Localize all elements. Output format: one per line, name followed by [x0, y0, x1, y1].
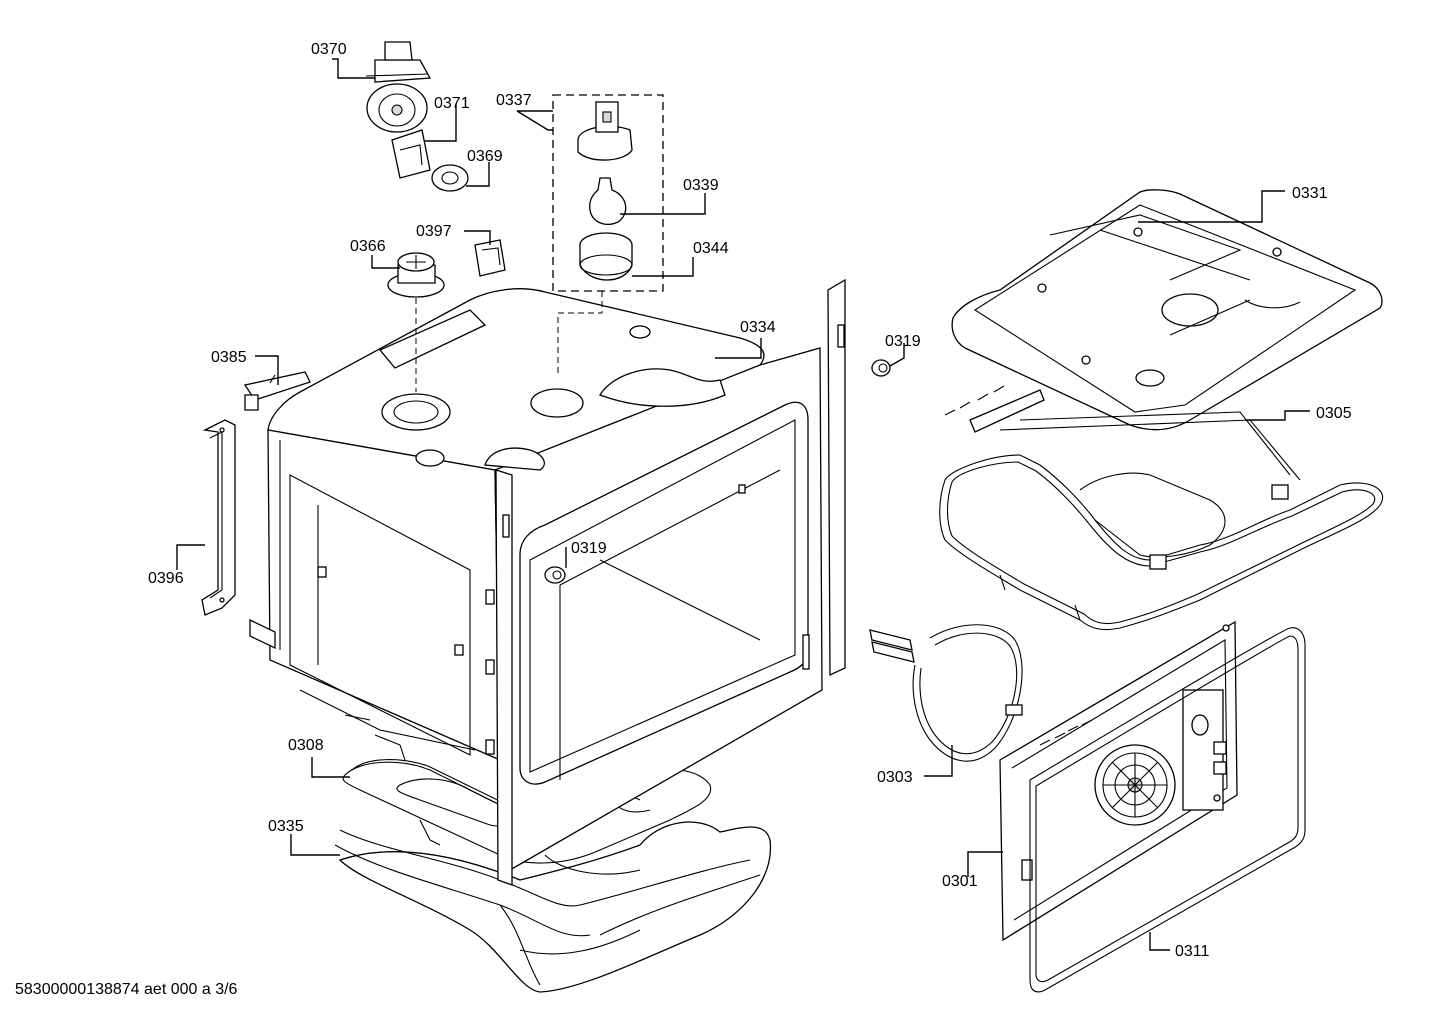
part-0371-bracket: [391, 129, 431, 179]
label-0305: 0305: [1316, 405, 1352, 422]
label-0311: 0311: [1175, 943, 1210, 960]
part-0385-bracket: [243, 371, 311, 411]
part-0335-insulation-mat: [334, 821, 772, 993]
label-0337: 0337: [496, 92, 532, 109]
part-0334-oven-cavity: [249, 278, 846, 886]
label-0335: 0335: [268, 818, 304, 835]
part-0319-knob-lower: [544, 566, 566, 584]
label-0319-upper: 0319: [885, 333, 921, 350]
label-0366: 0366: [350, 238, 386, 255]
label-0339: 0339: [683, 177, 719, 194]
label-0385: 0385: [211, 349, 247, 366]
label-0371: 0371: [434, 95, 470, 112]
label-0308: 0308: [288, 737, 324, 754]
part-0369-seal-ring: [431, 164, 469, 192]
label-0370: 0370: [311, 41, 347, 58]
label-0334: 0334: [740, 319, 776, 336]
label-0396: 0396: [148, 570, 184, 587]
part-0303-ring-element: [869, 624, 1023, 762]
label-0303: 0303: [877, 769, 913, 786]
leader-lines: [176, 58, 1310, 951]
part-0311-door-seal: [1029, 627, 1306, 993]
part-0396-rail: [201, 419, 236, 616]
label-0344: 0344: [693, 240, 729, 257]
part-0397-clip: [474, 239, 506, 277]
part-labels: 0370 0371 0337 0369 0339 0397 0366 0344 …: [148, 41, 1352, 960]
part-0337-lamp-assembly: [552, 94, 664, 375]
label-0331: 0331: [1292, 185, 1328, 202]
label-0301: 0301: [942, 873, 978, 890]
label-0397: 0397: [416, 223, 452, 240]
part-0319-knob-upper: [871, 359, 891, 377]
part-0331-top-cover: [951, 189, 1383, 431]
label-0369: 0369: [467, 148, 503, 165]
label-0319-lower: 0319: [571, 540, 607, 557]
document-id-footer: 58300000138874 aet 000 a 3/6: [15, 981, 238, 998]
part-0366-cap: [387, 252, 445, 392]
part-0370-motor: [365, 41, 432, 133]
